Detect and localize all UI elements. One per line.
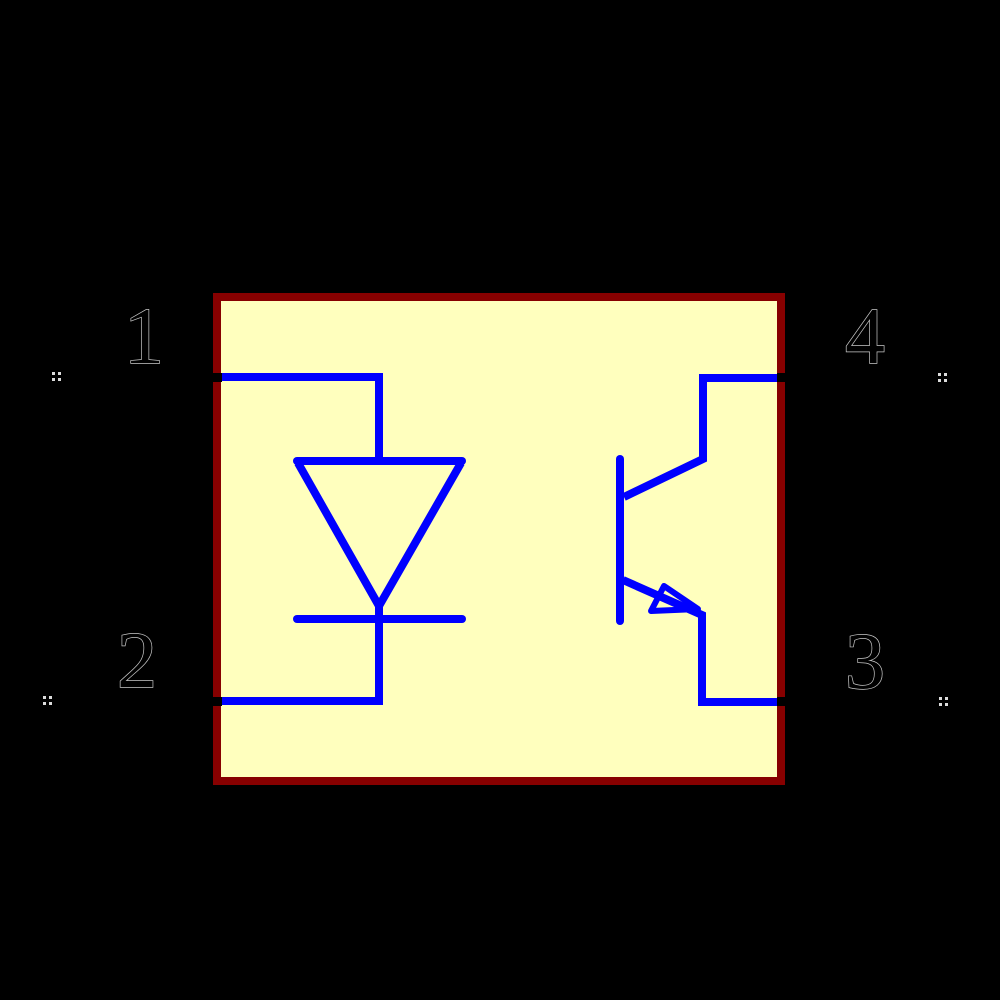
- pin-number-4: 4: [845, 293, 885, 381]
- pin-4-marker[interactable]: [938, 373, 947, 382]
- led-anode-wire: [216, 373, 383, 459]
- component-body[interactable]: [213, 293, 785, 785]
- led-symbol[interactable]: [216, 373, 466, 705]
- pin-number-2: 2: [117, 617, 157, 705]
- pin-3-marker[interactable]: [939, 697, 948, 706]
- pin-endpoint-markers: [43, 372, 948, 706]
- transistor-emitter-wire: [621, 576, 782, 706]
- pin-2-marker[interactable]: [43, 696, 52, 705]
- pin-notches: [213, 373, 786, 706]
- pin-4-notch: [777, 373, 786, 382]
- phototransistor-symbol[interactable]: [616, 374, 782, 706]
- pin-numbers: 1 2 3 4: [116, 292, 885, 706]
- pin-3-notch: [777, 697, 786, 706]
- emitter-arrow-icon: [648, 583, 701, 614]
- pin-number-1: 1: [124, 293, 164, 381]
- pin-1-marker[interactable]: [52, 372, 61, 381]
- transistor-collector-wire: [622, 374, 782, 501]
- pin-1-notch: [213, 373, 222, 382]
- pin-2-notch: [213, 697, 222, 706]
- pin-number-3: 3: [845, 618, 885, 706]
- led-cathode-wire: [216, 604, 383, 705]
